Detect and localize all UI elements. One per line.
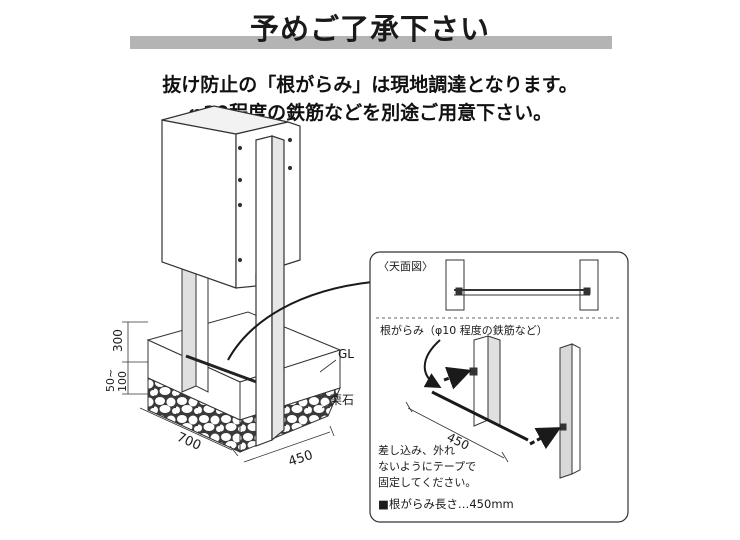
gl-label: GL — [338, 347, 354, 361]
insert-arrow-curve — [423, 339, 442, 388]
gravel-label: 栗石 — [330, 393, 354, 407]
title-underline-bar — [130, 36, 612, 49]
rebar-label: 根がらみ（φ10 程度の鉄筋など） — [380, 323, 548, 337]
detail-post-right — [559, 343, 581, 479]
notice-line-2: φ10程度の鉄筋などを別途ご用意下さい。 — [187, 102, 553, 124]
instruction-line-1: 差し込み、外れ — [378, 443, 455, 457]
detail-dimension-line — [405, 401, 509, 463]
top-view-label: 〈天面図〉 — [378, 260, 433, 273]
mailbox-body — [161, 105, 301, 447]
page-title: 予めご了承下さい — [249, 12, 490, 46]
dimension-lines — [122, 321, 337, 463]
dim-450-label: 450 — [287, 448, 315, 470]
dim-50-100-line: 100 — [116, 371, 129, 392]
detail-post-left — [469, 335, 501, 427]
rebar-length-note: ■根がらみ長さ…450mm — [378, 497, 514, 511]
insert-arrow-right — [529, 427, 562, 450]
dim-50-100-label: 50~ 100 — [104, 365, 129, 392]
callout-curve — [227, 281, 373, 361]
top-view-drawing — [445, 259, 599, 311]
notice-line-1: 抜け防止の「根がらみ」は現地調達となります。 — [162, 74, 578, 96]
rebar-detail — [431, 390, 529, 442]
instruction-line-2: ないようにテープで — [378, 460, 476, 473]
insert-arrow-left — [443, 366, 472, 390]
instruction-line-3: 固定してください。 — [378, 475, 476, 489]
dim-50-100-line: 50~ — [104, 369, 117, 392]
header: 予めご了承下さい — [0, 0, 740, 60]
rebar-main — [185, 354, 263, 386]
dim-300-label: 300 — [111, 329, 125, 352]
